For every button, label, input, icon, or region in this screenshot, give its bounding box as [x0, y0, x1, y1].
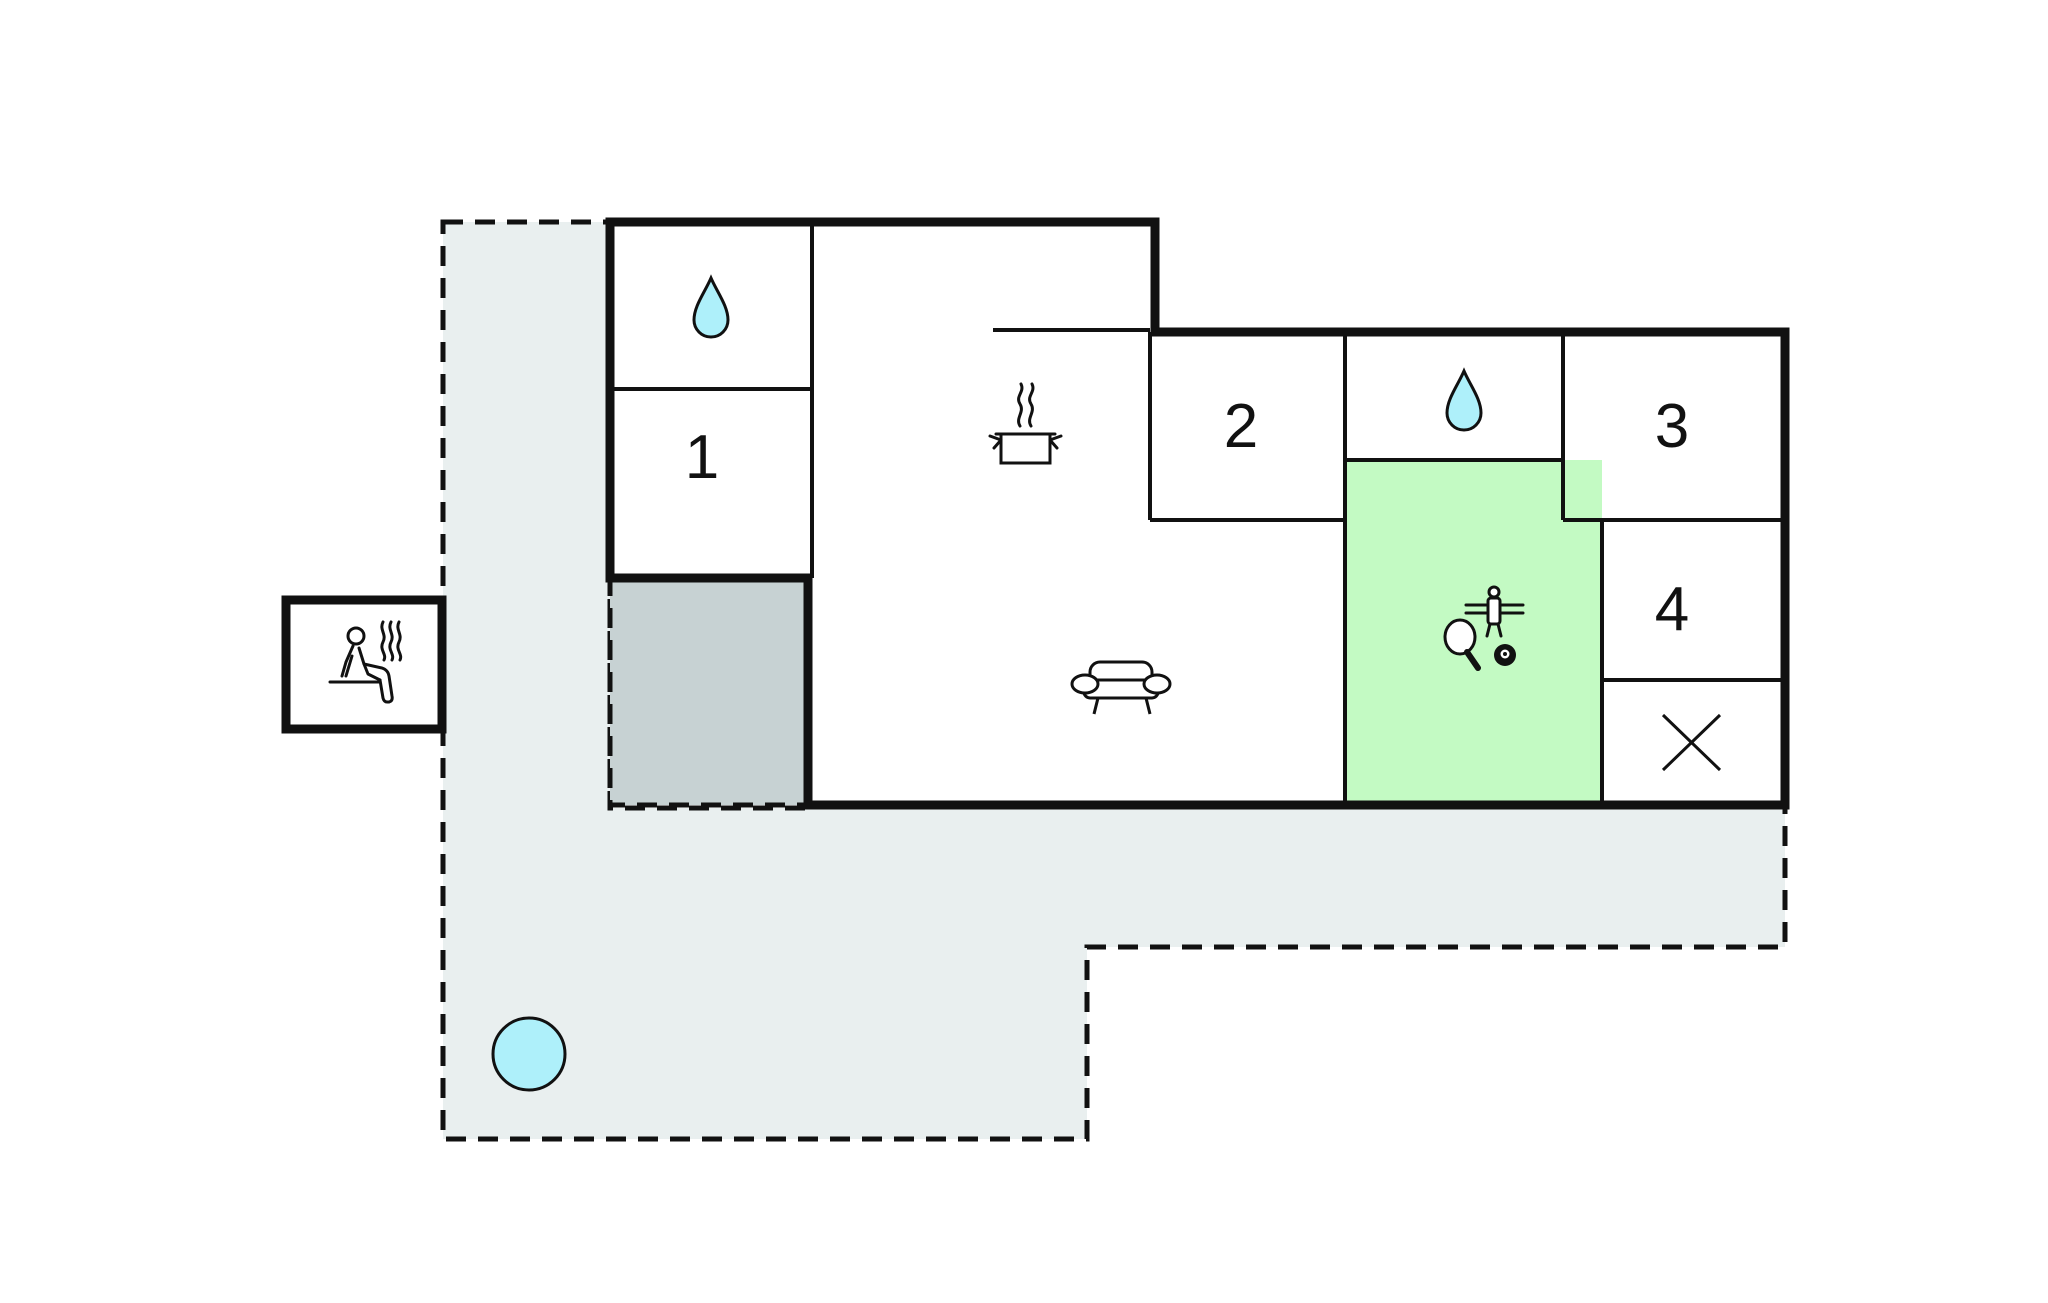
room-label-1: 1: [685, 423, 719, 492]
room-label-3: 3: [1655, 392, 1689, 461]
inner-walls: [612, 225, 1782, 805]
billiard-ball-icon: [1494, 644, 1516, 666]
cooking-pot-icon: [988, 382, 1063, 465]
covered-terrace: [607, 575, 811, 808]
table-football-icon: [1464, 585, 1525, 638]
water-drop-icon: [692, 274, 730, 339]
sofa-icon: [1070, 660, 1172, 715]
cross-icon: [1661, 713, 1722, 772]
water-drop-icon: [1445, 367, 1483, 432]
pool-icon: [491, 1016, 567, 1092]
exterior-walls: [605, 217, 1790, 810]
room-label-4: 4: [1655, 575, 1689, 644]
sauna-icon: [328, 620, 403, 704]
room-label-2: 2: [1224, 392, 1258, 461]
table-tennis-icon: [1443, 618, 1481, 671]
